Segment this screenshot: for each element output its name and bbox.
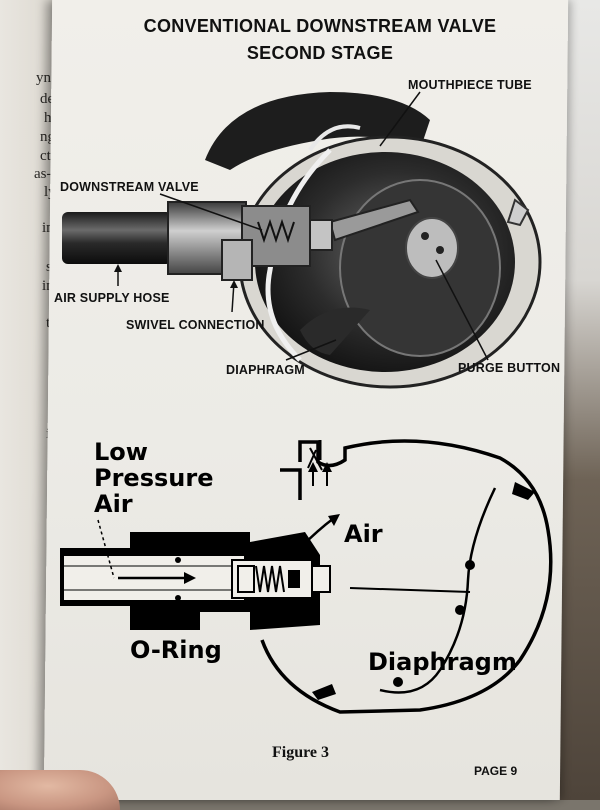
thumb (0, 770, 120, 810)
label-swivel-connection: SWIVEL CONNECTION (126, 318, 265, 332)
label-air-supply-hose: AIR SUPPLY HOSE (54, 291, 170, 305)
label-low: Low (94, 438, 148, 466)
label-diaphragm: DIAPHRAGM (226, 363, 305, 377)
label-pressure: Pressure (94, 464, 214, 492)
left-page-text: in (42, 220, 54, 236)
page-number: PAGE 9 (474, 764, 518, 778)
left-page-text: as- (34, 166, 52, 182)
left-page-text: in (42, 278, 54, 294)
label-diaphragm-schematic: Diaphragm (368, 648, 517, 676)
label-air-out: Air (344, 520, 383, 548)
page-title: CONVENTIONAL DOWNSTREAM VALVE (143, 16, 497, 36)
label-downstream-valve: DOWNSTREAM VALVE (60, 180, 199, 194)
label-mouthpiece-tube: MOUTHPIECE TUBE (408, 78, 532, 92)
figure-caption: Figure 3 (272, 744, 330, 761)
label-o-ring: O-Ring (130, 636, 222, 664)
label-purge-button: PURGE BUTTON (458, 361, 561, 375)
label-air-in: Air (94, 490, 133, 518)
page-subtitle: SECOND STAGE (246, 43, 394, 63)
